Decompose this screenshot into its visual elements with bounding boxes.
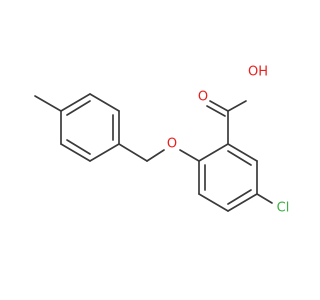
bond-ring2-5 — [198, 193, 229, 212]
bond-tolyl-1 — [60, 93, 91, 112]
bond-c-o-double-1 — [209, 100, 229, 112]
bond-ring2-2 — [227, 143, 258, 162]
bond-o-ring — [179, 149, 200, 162]
bond-methyl — [34, 95, 62, 112]
bond-ch2-o — [146, 149, 165, 162]
molecule-diagram: O OH O Cl — [34, 65, 289, 216]
bond-ring-ch2 — [118, 143, 148, 162]
bond-c-oh — [227, 100, 247, 112]
atom-labels: O OH O Cl — [167, 65, 289, 216]
bond-ring2-4-inner — [227, 189, 252, 205]
bonds — [34, 93, 273, 212]
bond-ring2-4 — [227, 193, 258, 212]
bond-tolyl-5 — [60, 143, 91, 162]
bond-tolyl-5-inner — [66, 139, 91, 155]
bond-tolyl-4 — [89, 143, 120, 162]
bond-tolyl-1-inner — [66, 100, 91, 116]
bond-tolyl-2 — [89, 93, 120, 112]
bond-ring2-2-inner — [227, 150, 252, 166]
chlorine-label: Cl — [277, 201, 290, 216]
bond-c-o-double-2 — [206, 105, 226, 117]
oxygen-carbonyl-label: O — [198, 90, 208, 105]
oxygen-ether-label: O — [167, 137, 177, 152]
oxygen-hydroxyl-label: OH — [248, 65, 268, 80]
bond-ring2-1 — [198, 143, 229, 162]
bond-c-cl — [256, 193, 273, 204]
